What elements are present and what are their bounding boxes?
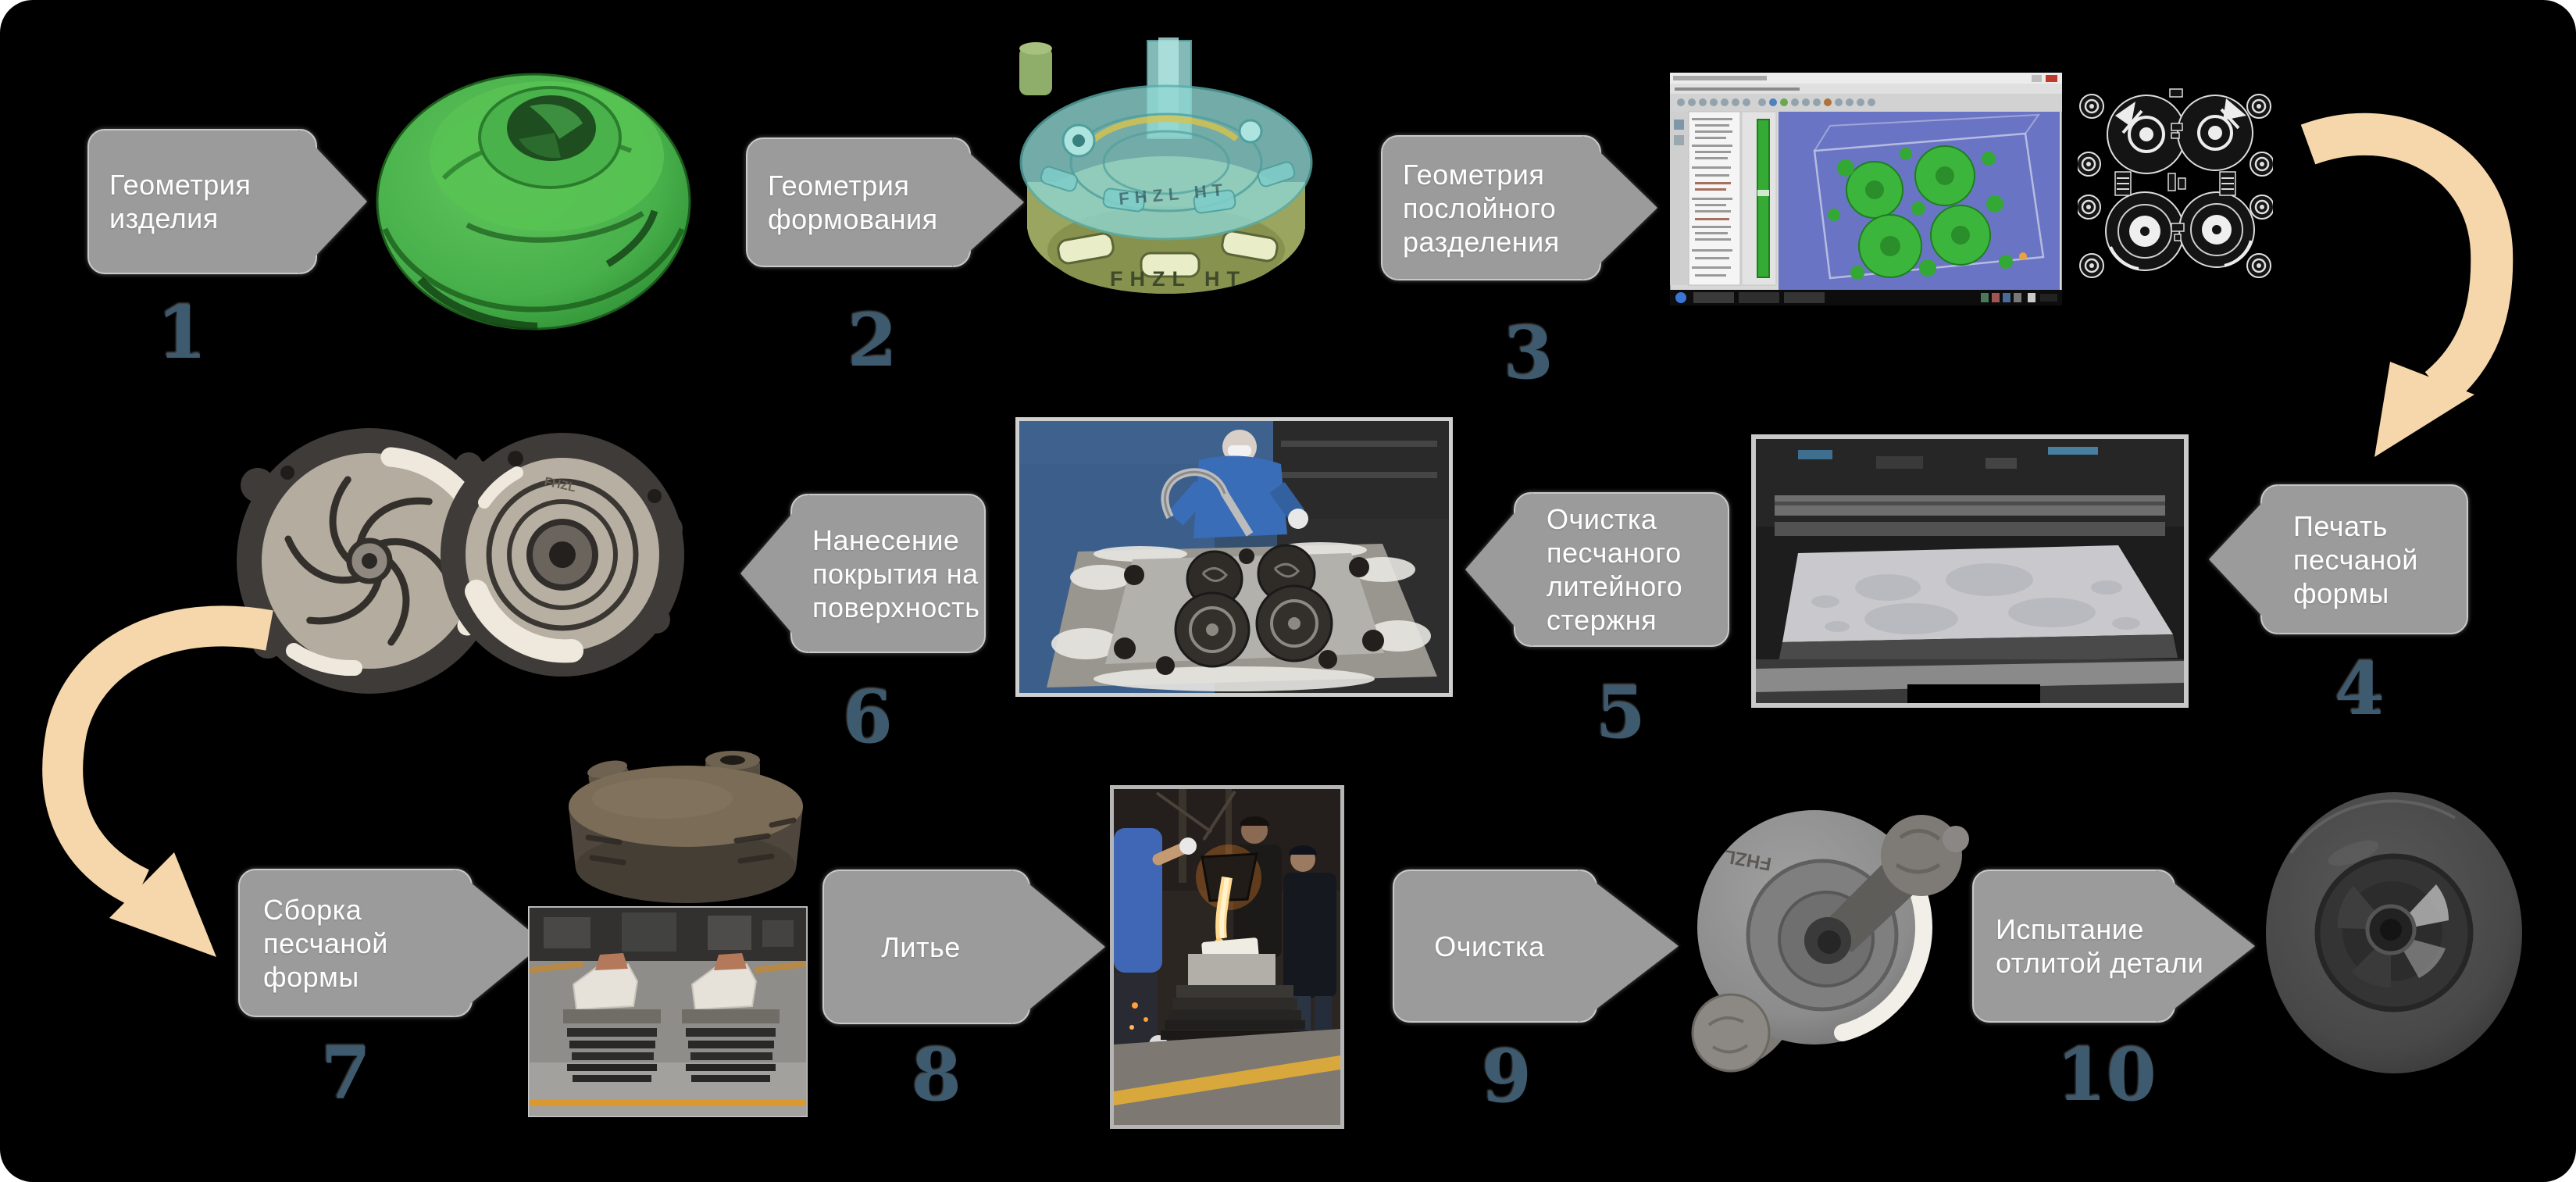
- step-6-arrow-body: [790, 494, 986, 653]
- step-1-arrow-body: [87, 129, 317, 274]
- step-1-arrow: Геометрия изделия: [87, 129, 367, 274]
- step-1-number: 1: [156, 291, 207, 375]
- step-6-label: Нанесение покрытия на поверхность: [812, 523, 980, 623]
- sand-mold-printing-image: [1751, 434, 2189, 708]
- step-9-arrow-body: [1393, 870, 1597, 1023]
- step-5-arrow: Очистка песчаного литейного стержня: [1465, 492, 1729, 647]
- coated-molds-image: FHZL: [209, 410, 687, 711]
- curved-arrow-down-left-icon: [2296, 105, 2523, 457]
- step-9-label: Очистка: [1434, 930, 1545, 962]
- step-3-arrow: Геометрия послойного разделения: [1381, 135, 1657, 280]
- step-9-arrow: Очистка: [1393, 870, 1679, 1023]
- metal-pouring-image: [1110, 785, 1344, 1129]
- step-7-label: Сборка песчаной формы: [263, 893, 388, 993]
- step-8-number: 8: [911, 1033, 962, 1117]
- mold-geometry-image: FHZL HT FHZL HT: [1010, 37, 1322, 307]
- step-5-number: 5: [1595, 670, 1646, 755]
- step-5-label: Очистка песчаного литейного стержня: [1547, 503, 1683, 636]
- step-10-arrow: Испытание отлитой детали: [1972, 870, 2255, 1023]
- core-cleaning-image: [1015, 417, 1453, 697]
- slice-pattern-image: [2078, 78, 2273, 289]
- step-9-number: 9: [1481, 1034, 1532, 1119]
- step-8-label: Литье: [881, 930, 961, 963]
- assembled-mold-image: [545, 750, 807, 920]
- step-2-arrow: Геометрия формования: [746, 137, 1024, 267]
- step-10-number: 10: [2056, 1033, 2157, 1117]
- step-10-arrow-body: [1972, 870, 2175, 1023]
- step-2-label: Геометрия формования: [768, 170, 938, 235]
- step-4-label: Печать песчаной формы: [2293, 509, 2418, 609]
- cleaned-casting-image: FHZL: [1678, 775, 1978, 1087]
- slicing-software-screenshot: [1670, 73, 2062, 305]
- step-6-arrow: Нанесение покрытия на поверхность: [740, 494, 986, 653]
- cad-marking-bottom: FHZL HT: [1110, 267, 1247, 291]
- product-geometry-image: [373, 45, 694, 333]
- step-10-label: Испытание отлитой детали: [1996, 913, 2204, 979]
- step-3-number: 3: [1503, 311, 1554, 395]
- step-7-number: 7: [320, 1031, 371, 1116]
- step-3-label: Геометрия послойного разделения: [1403, 158, 1560, 258]
- step-4-arrow: Печать песчаной формы: [2209, 484, 2468, 634]
- step-8-arrow: Литье: [822, 870, 1105, 1024]
- step-2-number: 2: [847, 298, 897, 383]
- step-5-arrow-body: [1514, 492, 1729, 647]
- step-7-arrow: Сборка песчаной формы: [238, 869, 544, 1017]
- curved-arrow-down-right-icon: [35, 605, 309, 969]
- step-4-arrow-body: [2260, 484, 2468, 634]
- mold-stacks-image: [528, 906, 808, 1117]
- final-impeller-image: [2260, 783, 2529, 1084]
- step-1-label: Геометрия изделия: [109, 169, 252, 234]
- step-4-number: 4: [2334, 647, 2385, 731]
- step-6-number: 6: [842, 675, 893, 759]
- step-8-arrow-body: [822, 870, 1030, 1024]
